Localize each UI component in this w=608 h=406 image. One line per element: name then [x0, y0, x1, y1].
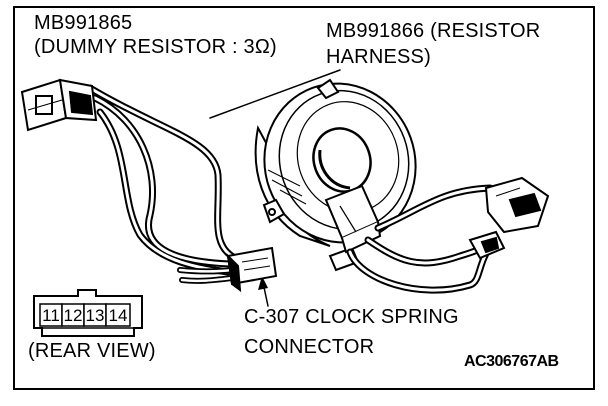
connector-label-line2: CONNECTOR	[244, 336, 375, 358]
pin-number: 13	[86, 306, 105, 325]
right-connector-small	[468, 230, 506, 260]
c307-connector	[226, 246, 278, 293]
connector-label-line1: C-307 CLOCK SPRING	[244, 306, 459, 328]
figure-frame	[13, 6, 595, 390]
resistor-harness-part-label: MB991866 (RESISTOR	[326, 20, 541, 42]
dummy-resistor-desc-label: (DUMMY RESISTOR : 3Ω)	[34, 36, 277, 58]
rear-view-pins	[39, 303, 131, 327]
rear-view-label: (REAR VIEW)	[28, 340, 156, 362]
pin-number: 12	[64, 306, 83, 325]
clock-spring	[254, 78, 417, 272]
resistor-harness-desc-label: HARNESS)	[326, 46, 431, 68]
pin-number: 14	[109, 306, 128, 325]
figure-code: AC306767AB	[464, 353, 559, 370]
pin-number: 11	[42, 306, 60, 325]
dummy-resistor-part-label: MB991865	[34, 12, 133, 34]
dummy-resistor	[20, 78, 98, 132]
right-connector-large	[484, 176, 550, 234]
